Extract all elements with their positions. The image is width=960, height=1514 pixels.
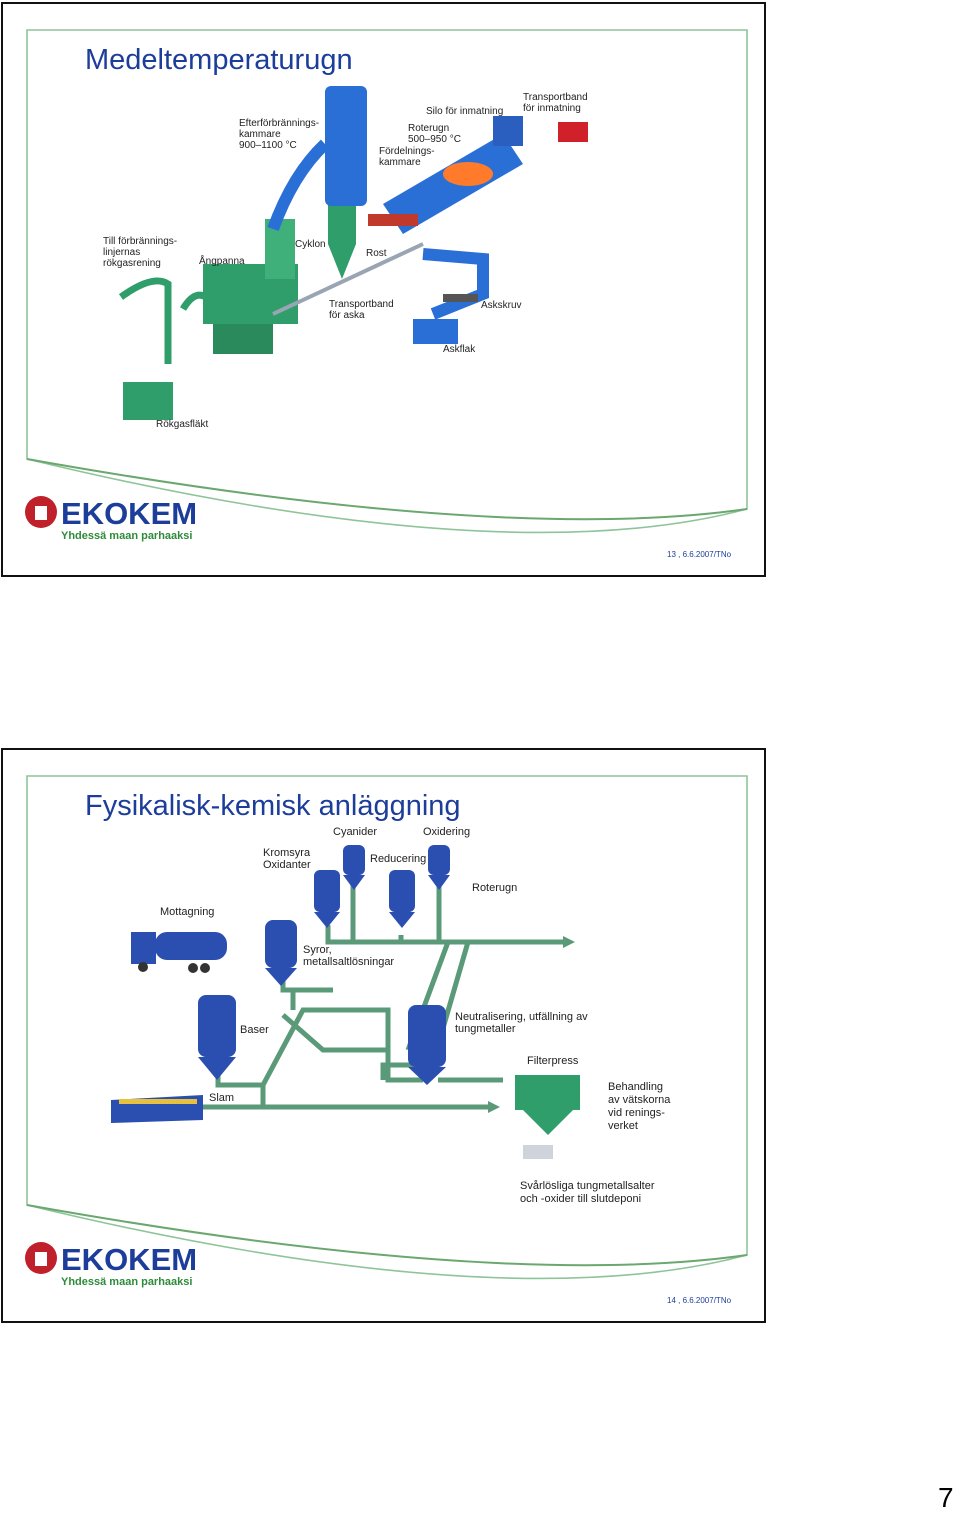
label-filterpress: Filterpress xyxy=(527,1055,579,1067)
label-reducering: Reducering xyxy=(370,853,426,865)
label-askflak: Askflak xyxy=(443,344,476,355)
label-till-forbranning: Till förbrännings- linjernas rökgasrenin… xyxy=(103,236,180,269)
label-slam: Slam xyxy=(209,1092,234,1104)
flue-pipe xyxy=(118,277,172,364)
label-roterugn: Roterugn 500–950 °C xyxy=(408,123,461,145)
label-fordelning: Fördelnings- kammare xyxy=(379,146,437,168)
rotary-kiln xyxy=(383,134,523,234)
tanker-truck xyxy=(131,932,227,973)
label-behandling: Behandling av vätskorna vid renings- ver… xyxy=(608,1081,673,1132)
label-syror: Syror, metallsaltlösningar xyxy=(303,944,394,968)
svg-text:Yhdessä maan parhaaksi: Yhdessä maan parhaaksi xyxy=(61,530,192,542)
filterpress xyxy=(515,1075,580,1159)
ekokem-logo: EKOKEM Yhdessä maan parhaaksi xyxy=(25,1242,197,1288)
slide-title: Medeltemperaturugn xyxy=(85,44,353,76)
svg-text:Yhdessä maan parhaaksi: Yhdessä maan parhaaksi xyxy=(61,1276,192,1288)
label-roterugn: Roterugn xyxy=(472,882,517,894)
tractor xyxy=(558,122,588,142)
label-cyanider: Cyanider xyxy=(333,826,377,838)
label-oxidering: Oxidering xyxy=(423,826,470,838)
label-baser: Baser xyxy=(240,1024,269,1036)
grate xyxy=(368,214,418,226)
label-mottagning: Mottagning xyxy=(160,906,214,918)
slide-frame xyxy=(26,29,748,534)
label-transportband-aska: Transportband för aska xyxy=(329,299,396,321)
slide-title: Fysikalisk-kemisk anläggning xyxy=(85,790,461,822)
label-silo: Silo för inmatning xyxy=(426,106,503,117)
svg-text:EKOKEM: EKOKEM xyxy=(61,1242,197,1277)
slide-medeltemperaturugn: Medeltemperaturugn Efterförbrännings- ka… xyxy=(1,2,766,577)
slide-footer: 14 , 6.6.2007/TNo xyxy=(667,1296,732,1305)
incinerator-diagram: Efterförbrännings- kammare 900–1100 °C S… xyxy=(103,86,590,430)
slide-footer: 13 , 6.6.2007/TNo xyxy=(667,550,732,559)
ash-screw xyxy=(443,294,478,302)
label-neutralisering: Neutralisering, utfällning av tungmetall… xyxy=(455,1011,591,1035)
svg-text:EKOKEM: EKOKEM xyxy=(61,496,197,531)
chemical-plant-diagram: Cyanider Oxidering Kromsyra Oxidanter Re… xyxy=(111,826,673,1205)
label-kromsyra: Kromsyra Oxidanter xyxy=(263,847,313,871)
label-rost: Rost xyxy=(366,248,387,259)
label-svarlosliga: Svårlösliga tungmetallsalter och -oxider… xyxy=(520,1180,658,1205)
label-cyklon: Cyklon xyxy=(295,239,326,250)
label-efterforbranning: Efterförbrännings- kammare 900–1100 °C xyxy=(239,118,322,151)
feed-silo xyxy=(493,116,523,146)
label-angpanna: Ångpanna xyxy=(199,254,245,267)
flue-fan xyxy=(123,382,173,420)
slide-frame xyxy=(26,775,748,1280)
afterburner-chamber xyxy=(325,86,367,206)
page-number: 7 xyxy=(938,1482,954,1513)
slide-fysikalisk-kemisk: Fysikalisk-kemisk anläggning xyxy=(1,748,766,1323)
ekokem-logo: EKOKEM Yhdessä maan parhaaksi xyxy=(25,496,197,542)
label-rokgasflakt: Rökgasfläkt xyxy=(156,419,208,430)
label-transportband-inmatning: Transportband för inmatning xyxy=(523,92,590,114)
ash-container xyxy=(413,319,458,344)
label-askskruv: Askskruv xyxy=(481,300,522,311)
tanks xyxy=(198,845,450,1085)
